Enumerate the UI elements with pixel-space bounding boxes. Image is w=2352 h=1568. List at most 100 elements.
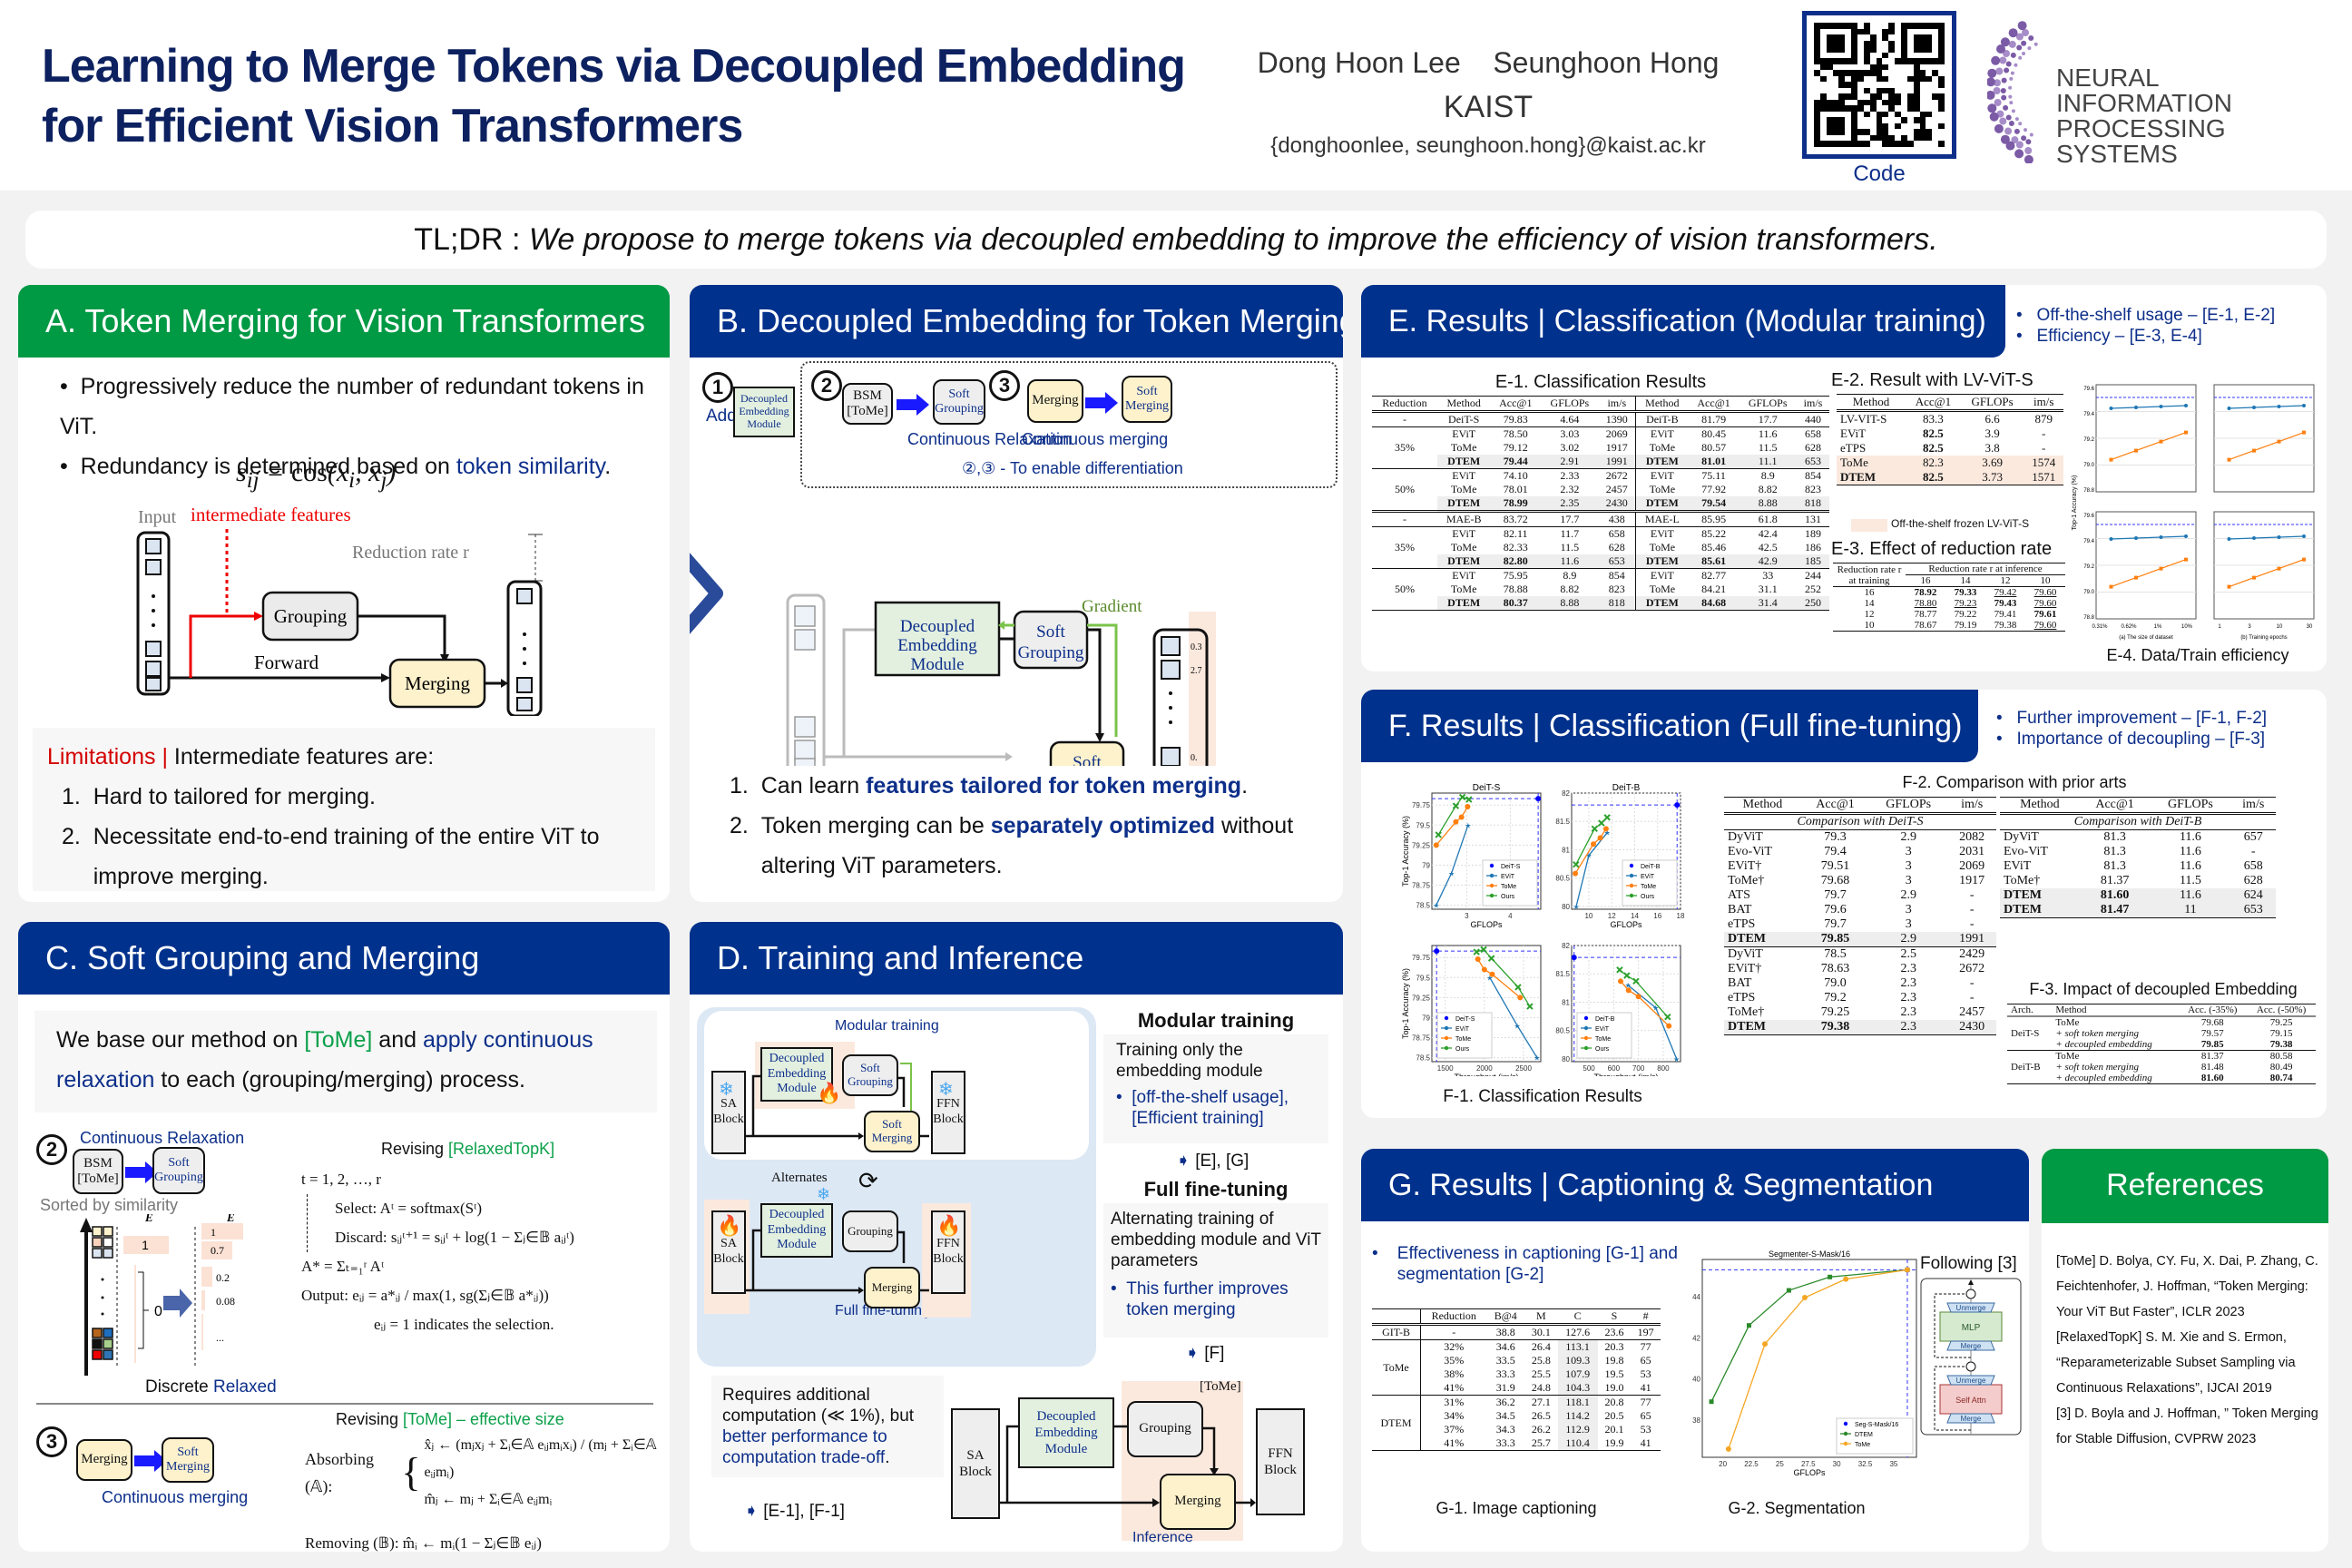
qr-module [1819,111,1827,118]
relaxed-label: Relaxed [212,1377,277,1396]
table-cell: 2.3 [1900,1005,1916,1019]
ft-ref-link[interactable]: [F] [1204,1344,1225,1363]
table-cell: 79.7 [1824,888,1847,902]
table-cell: 2.3 [1900,991,1916,1004]
qr-module [1919,46,1926,53]
qr-module [1826,40,1833,47]
x-tick-label: 32.5 [1858,1460,1873,1468]
references-title: References [2042,1149,2328,1223]
table-cell: 75.11 [1701,469,1726,482]
column-header [1372,1309,1421,1325]
qr-module [1901,28,1907,35]
y-tick-label: 79.6 [2083,387,2094,392]
tome-effective-size-link[interactable]: [ToMe] – effective size [403,1410,564,1428]
code-link[interactable]: Code [1853,162,1906,186]
lblForward-label: Forward [254,652,319,673]
qr-module [1845,87,1852,94]
table-cell: 1571 [2032,470,2056,484]
neurips-dot [2024,154,2034,164]
neurips-dot [2000,88,2006,93]
eq-select: Select: Aᵗ = softmax(Sᵗ) [335,1200,482,1217]
qr-module [1826,134,1833,142]
table-cell: 854 [1608,569,1625,582]
column-header: Method [2020,798,2060,811]
data-point-tome [1481,966,1487,973]
qr-module [1895,82,1901,88]
table-cell: 8.82 [1758,483,1778,495]
point-2-bold: separately optimized [990,813,1215,838]
hatched-arrow-icon: ➧ [1176,1152,1191,1171]
neurips-dot [2014,117,2019,122]
section-f-title: F. Results | Classification (Full fine-t… [1361,690,1978,762]
table-cell: 84.68 [1688,596,1740,611]
y-tick-label: 78.8 [2083,615,2094,621]
table-cell: 79.38 [1820,1020,1850,1034]
qr-module [1869,141,1877,147]
arch-cell: DeiT-B [2011,1062,2041,1073]
column-header: Method [1742,798,1783,811]
eq-t: t = 1, 2, …, r [301,1171,381,1188]
data-point-evit: ★ [1534,1054,1540,1063]
qr-module [1895,23,1901,29]
table-cell: DyViT [1728,830,1763,844]
merging-box: Merging [76,1439,132,1481]
neurips-dot [2001,77,2007,83]
section-c-title: C. Soft Grouping and Merging [18,922,670,995]
tome-ref-link[interactable]: [ToMe] [304,1027,373,1053]
qr-module [1938,117,1945,123]
req-ref-link[interactable]: [E-1], [F-1] [763,1502,845,1521]
table-cell: 65 [1640,1354,1651,1367]
poster-header: Learning to Merge Tokens via Decoupled E… [0,0,2352,191]
series-line-evit [1627,985,1678,1060]
column-header: im/s [1803,397,1823,409]
table-cell: + soft token merging [2055,1028,2139,1039]
table-cell: 82.77 [1701,569,1727,582]
modular-ref-link[interactable]: [E], [G] [1195,1152,1250,1171]
table-cell: 79.33 [1954,587,1977,598]
qr-module [1814,99,1820,106]
neurips-dot [1985,90,1995,100]
qr-module [1913,129,1920,135]
ft-bullet: This further improves token merging [1126,1279,1289,1319]
y-tick-label: 79.25 [1412,994,1431,1002]
qr-module [1906,117,1914,123]
data-point-tome [1843,1276,1849,1282]
qr-code-icon[interactable] [1802,11,1956,159]
qr-module [1814,134,1820,142]
y-tick-label: 81 [1562,998,1570,1006]
relaxedtopk-ref-link[interactable]: [RelaxedTopK] [448,1140,555,1158]
reduction-cell: 50% [1394,483,1415,495]
section-f-notes: • Further improvement – [F-1, F-2] • Imp… [1996,709,2268,749]
y-tick-label: 79.4 [2083,539,2094,544]
neurips-dot [1994,123,2004,133]
qr-module [1932,141,1939,147]
qr-module [1932,82,1939,88]
references-panel: References [ToMe] D. Bolya, CY. Fu, X. D… [2042,1149,2328,1552]
table-cell: 107.9 [1557,1367,1598,1381]
continuous-relaxation-label: Continuous Relaxation [907,430,1073,448]
table-cell: 2.91 [1541,455,1599,469]
data-point-tome [1573,870,1579,877]
qr-module [1876,58,1883,64]
table-cell: 27.1 [1531,1396,1551,1408]
qr-module [1826,99,1833,106]
ft-ref: ➧ [F] [1185,1343,1224,1364]
table-cell: 78.67 [1914,620,1937,631]
neurips-dot [2015,33,2024,41]
point-1-bold: features tailored for token merging [866,773,1242,799]
qr-module [1901,52,1907,59]
neurips-dot [1994,79,2001,87]
qr-module [1876,129,1883,135]
qr-module [1832,70,1839,76]
data-point-dtem [2227,537,2231,541]
table-cell: 79.6 [1824,903,1847,916]
column-header: GFLOPs [1971,395,2014,408]
qr-module [1832,64,1839,71]
